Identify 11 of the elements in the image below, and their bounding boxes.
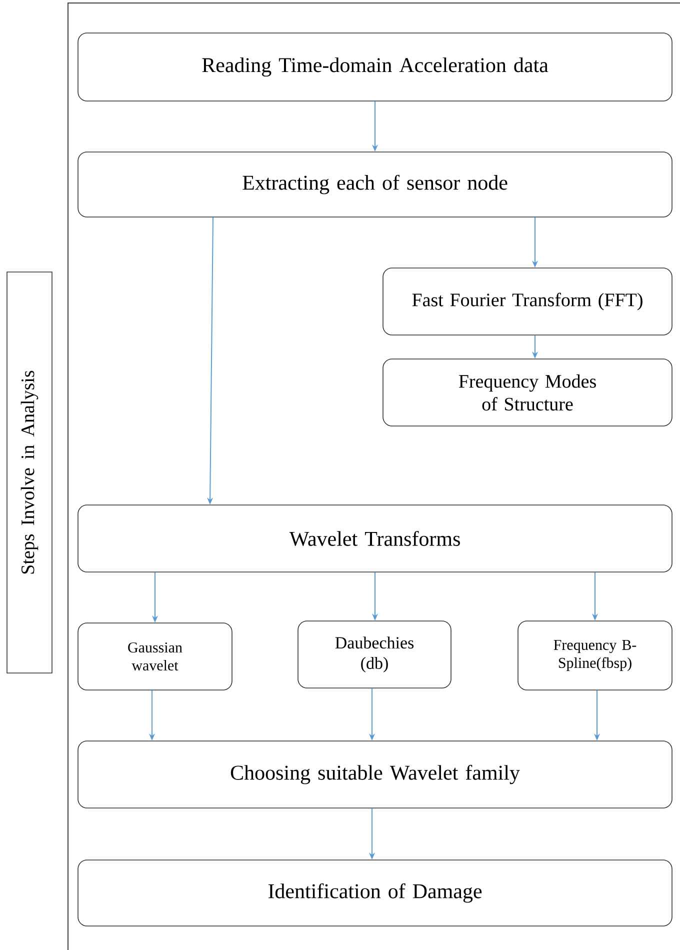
side-label-box: Steps Involve in Analysis bbox=[6, 272, 52, 674]
process-box: Extracting each of sensor node bbox=[78, 152, 672, 218]
process-box: Fast Fourier Transform (FFT) bbox=[382, 268, 672, 336]
process-box: Frequency B- Spline(fbsp) bbox=[518, 620, 672, 690]
process-box: Reading Time-domain Acceleration data bbox=[78, 32, 672, 102]
process-box: Choosing suitable Wavelet family bbox=[78, 740, 672, 808]
process-box: Gaussian wavelet bbox=[78, 622, 232, 690]
process-box: Wavelet Transforms bbox=[78, 504, 672, 572]
process-box: Daubechies (db) bbox=[298, 620, 452, 688]
process-box: Identification of Damage bbox=[78, 860, 672, 926]
process-box: Frequency Modes of Structure bbox=[382, 358, 672, 426]
